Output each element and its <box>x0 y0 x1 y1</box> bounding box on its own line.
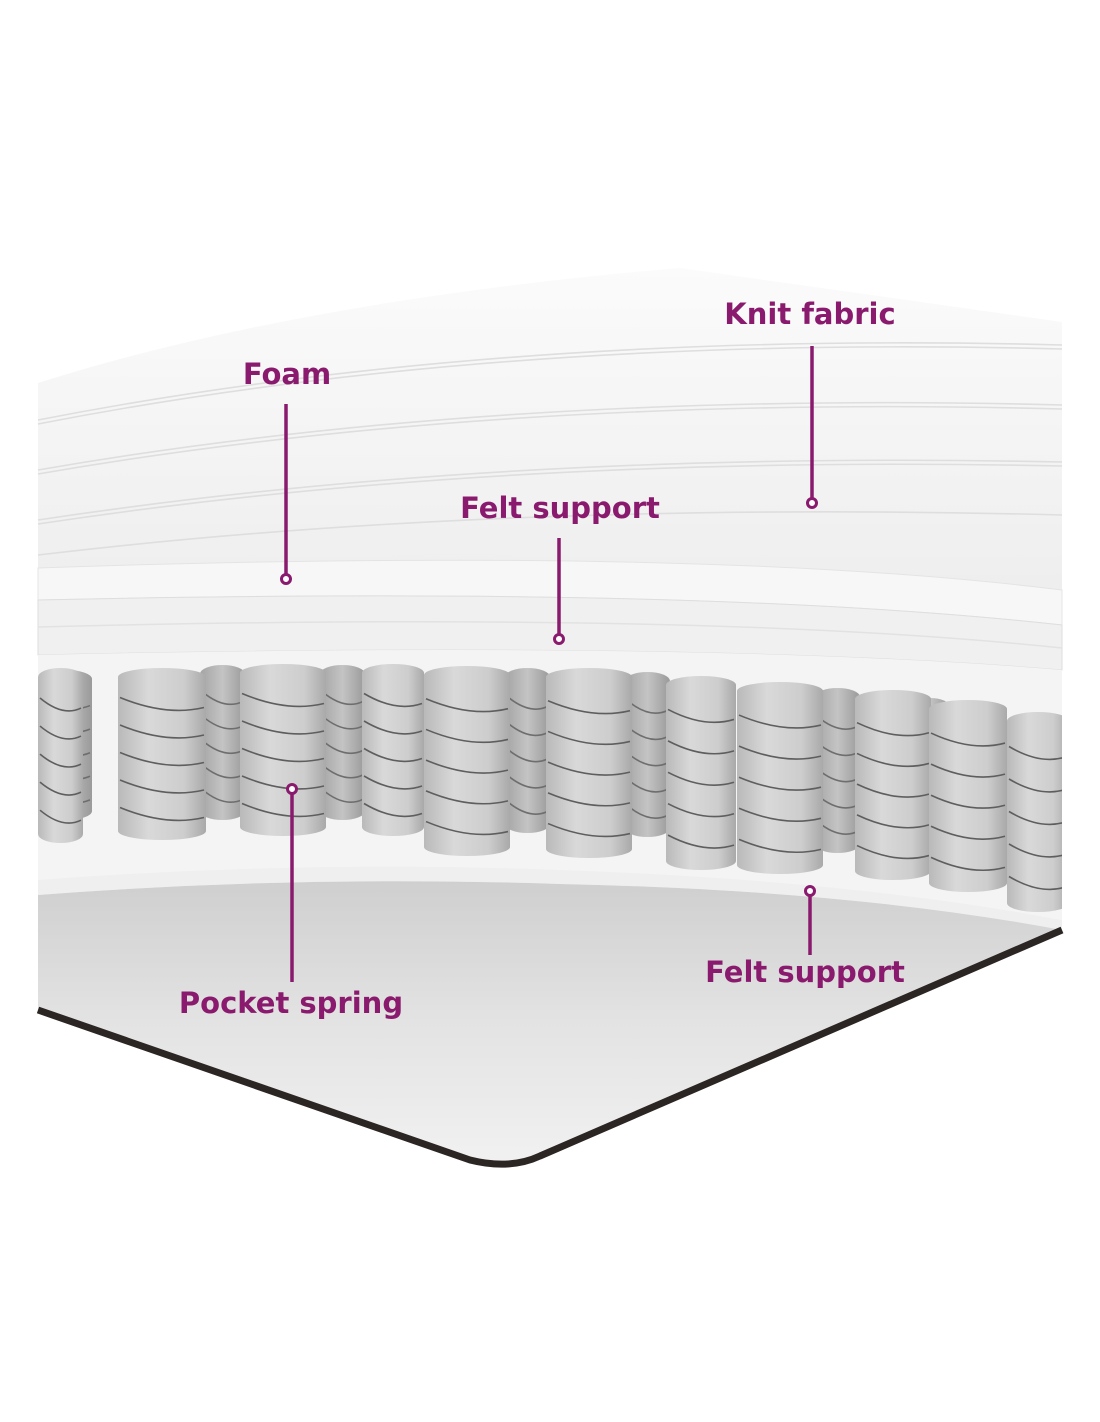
pocket-spring-back <box>200 665 245 820</box>
callout-felt-support-bottom: Felt support <box>705 885 905 989</box>
base-layer <box>38 881 1062 1164</box>
pocket-spring <box>118 668 206 840</box>
callout-marker <box>286 783 298 795</box>
felt-support-bottom-label: Felt support <box>705 955 905 989</box>
felt-support-bottom-layer <box>38 866 1062 930</box>
pocket-spring <box>38 668 83 843</box>
pocket-spring <box>546 668 632 858</box>
knit-fabric-label: Knit fabric <box>724 297 895 331</box>
pocket-spring <box>929 700 1007 892</box>
pocket-spring <box>666 676 736 870</box>
callout-knit-fabric: Knit fabric <box>724 297 896 509</box>
knit-fabric-layer <box>38 268 1062 590</box>
pocket-spring <box>240 664 326 836</box>
callout-marker <box>806 497 818 509</box>
pocket-spring <box>362 664 424 836</box>
pocket-spring <box>1007 712 1062 912</box>
felt-support-top-label: Felt support <box>460 491 660 525</box>
pocket-spring <box>424 666 510 856</box>
foam-label: Foam <box>243 357 331 391</box>
callout-marker <box>553 633 565 645</box>
callout-pocket-spring: Pocket spring <box>179 783 403 1020</box>
felt-seam <box>37 620 1063 649</box>
pocket-spring-back <box>625 672 670 837</box>
knit-stitching <box>37 342 1063 556</box>
callout-felt-support-top: Felt support <box>460 491 660 645</box>
pocket-spring <box>737 682 823 874</box>
callout-marker <box>280 573 292 585</box>
callout-marker <box>804 885 816 897</box>
pocket-spring <box>855 690 931 880</box>
pocket-spring-label: Pocket spring <box>179 986 403 1020</box>
pocket-spring-back <box>505 668 550 833</box>
pocket-springs <box>38 664 1062 912</box>
callout-foam: Foam <box>243 357 331 585</box>
base-edge <box>36 926 1064 1168</box>
pocket-spring-back <box>320 665 365 820</box>
